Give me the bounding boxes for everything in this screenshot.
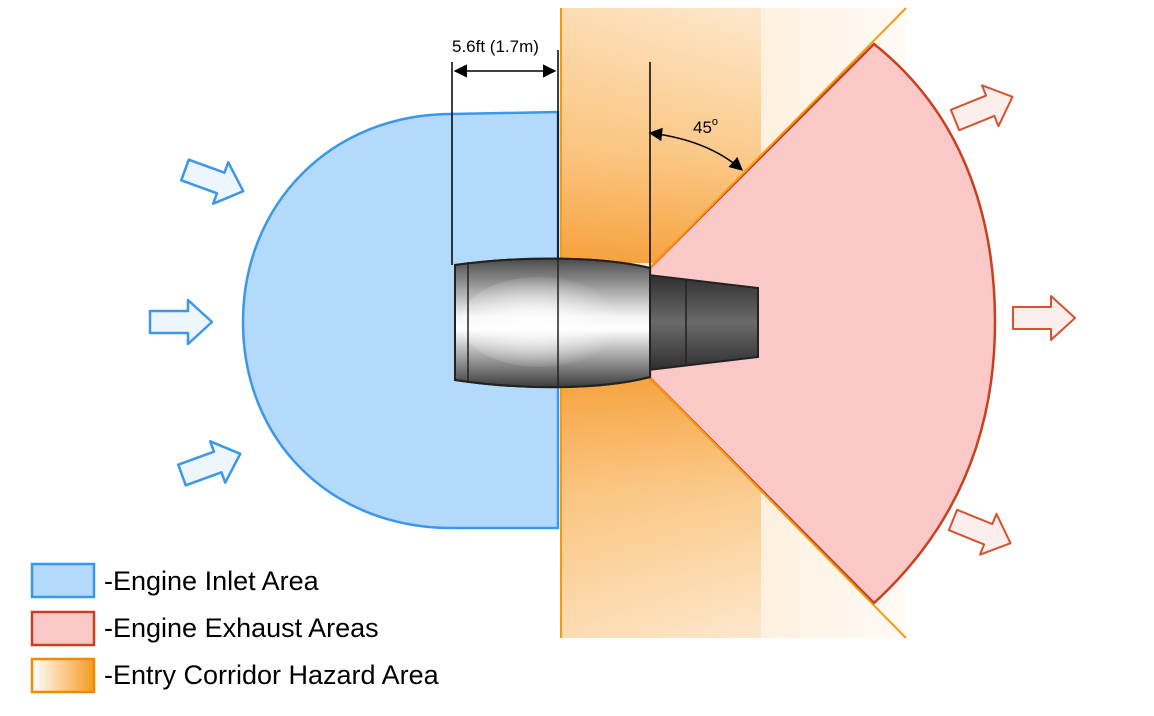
engine-inlet-area — [241, 110, 560, 530]
exhaust-arrow-lower — [947, 508, 1012, 556]
legend: -Engine Inlet Area -Engine Exhaust Areas… — [30, 562, 440, 694]
engine-nozzle — [647, 273, 759, 372]
legend-label-inlet: -Engine Inlet Area — [104, 566, 320, 596]
jet-engine — [454, 257, 759, 389]
inlet-arrow-lower — [176, 440, 242, 487]
legend-label-exhaust: -Engine Exhaust Areas — [104, 613, 379, 643]
legend-swatch-hazard — [30, 657, 96, 694]
dimension-label: 5.6ft (1.7m) — [452, 37, 539, 56]
legend-item-inlet: -Engine Inlet Area — [30, 562, 320, 599]
legend-swatch-inlet — [30, 562, 96, 599]
angle-marker — [648, 127, 744, 171]
inlet-arrow-middle — [148, 298, 214, 346]
legend-label-hazard: -Entry Corridor Hazard Area — [104, 660, 440, 690]
inlet-arrows — [148, 158, 245, 487]
exhaust-arrow-upper — [949, 84, 1014, 132]
legend-swatch-exhaust — [30, 610, 96, 647]
inlet-arrow-upper — [179, 158, 245, 205]
legend-item-exhaust: -Engine Exhaust Areas — [30, 610, 379, 647]
angle-label: 45o — [693, 116, 718, 137]
exhaust-arrows — [947, 84, 1076, 556]
legend-item-hazard: -Entry Corridor Hazard Area — [30, 657, 440, 694]
engine-exhaust-area — [648, 42, 997, 605]
exhaust-arrow-middle — [1012, 295, 1076, 341]
